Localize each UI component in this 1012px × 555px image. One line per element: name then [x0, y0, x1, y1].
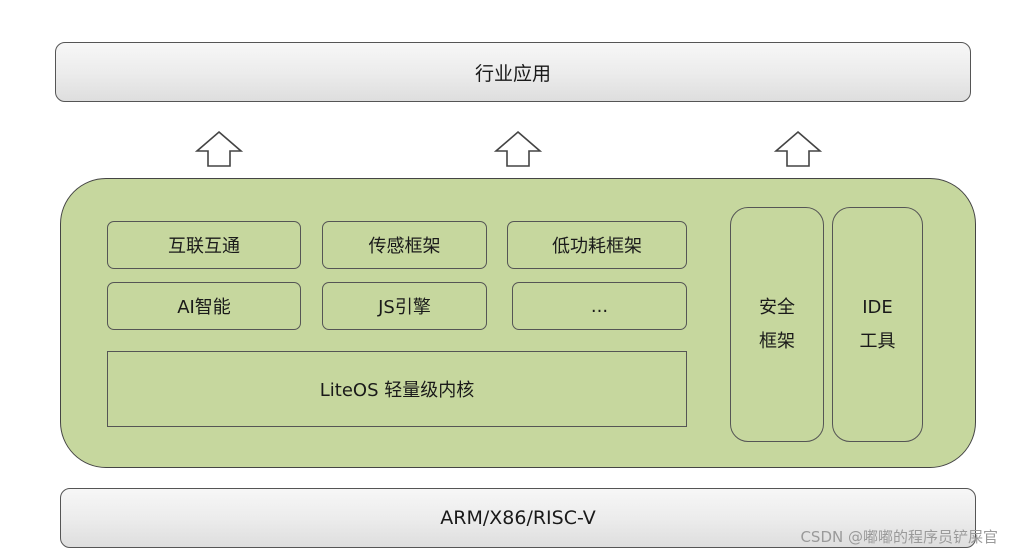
low-power-framework-label: 低功耗框架 [552, 236, 642, 257]
up-arrow-icon [194, 130, 244, 167]
csdn-watermark: CSDN @嘟嘟的程序员铲屎官 [800, 528, 998, 546]
js-engine-label: JS引擎 [378, 297, 431, 318]
industry-application-bar: 行业应用 [55, 42, 971, 102]
sensor-framework-module: 传感框架 [322, 221, 487, 269]
ai-label: AI智能 [177, 297, 231, 318]
liteos-kernel-module: LiteOS 轻量级内核 [107, 351, 687, 427]
ide-tools-label-line2: 工具 [859, 330, 896, 352]
more-modules-label: ... [590, 295, 609, 317]
up-arrow-icon [493, 130, 543, 167]
low-power-framework-module: 低功耗框架 [507, 221, 687, 269]
interconnect-label: 互联互通 [168, 236, 240, 257]
up-arrow-icon [773, 130, 823, 167]
ide-tools-column: IDE 工具 [832, 207, 923, 442]
ide-tools-label-line1: IDE [862, 296, 893, 318]
industry-application-label: 行业应用 [474, 62, 551, 85]
security-framework-label-line2: 框架 [759, 330, 795, 352]
sensor-framework-label: 传感框架 [368, 236, 441, 257]
interconnect-module: 互联互通 [107, 221, 301, 269]
js-engine-module: JS引擎 [322, 282, 487, 330]
security-framework-label-line1: 安全 [759, 296, 795, 318]
hardware-architecture-label: ARM/X86/RISC-V [440, 507, 596, 529]
security-framework-column: 安全 框架 [730, 207, 824, 442]
ai-module: AI智能 [107, 282, 301, 330]
hardware-architecture-bar: ARM/X86/RISC-V [60, 488, 976, 548]
more-modules-placeholder: ... [512, 282, 687, 330]
liteos-kernel-label: LiteOS 轻量级内核 [319, 380, 475, 401]
